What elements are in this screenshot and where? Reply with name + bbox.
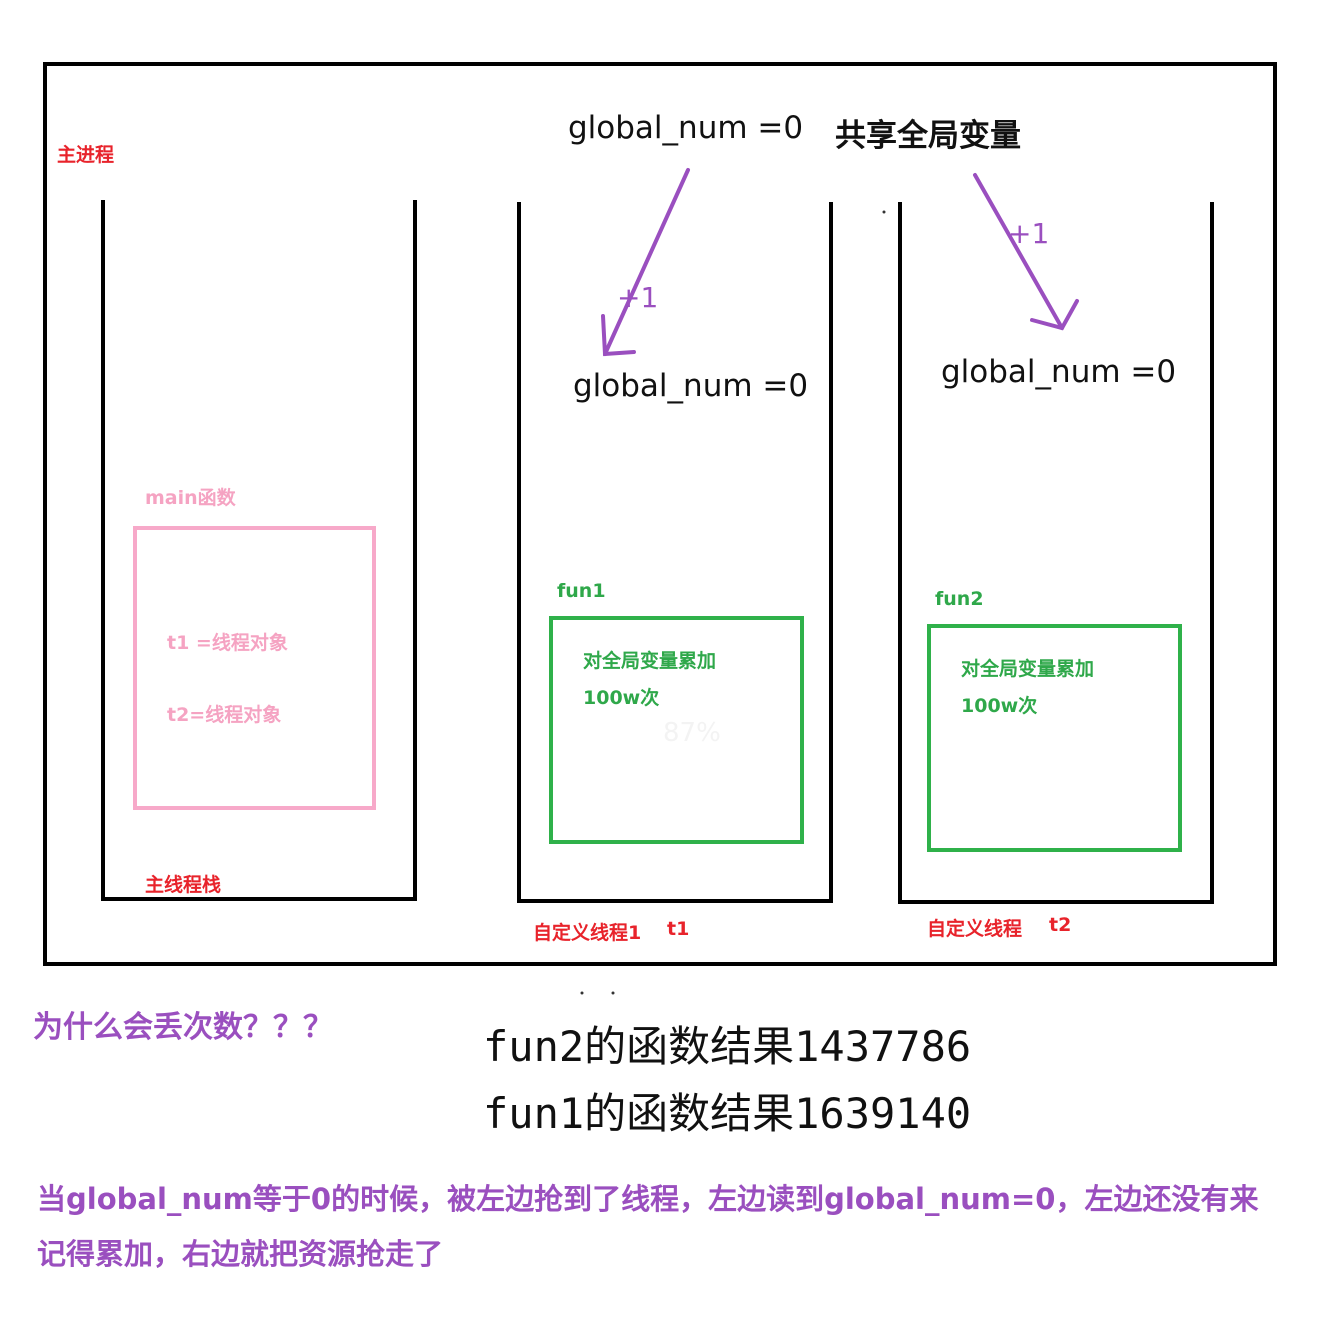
shared-global-var-label: 共享全局变量 [835, 118, 1021, 154]
thread-t2-stack [898, 202, 1214, 904]
arrow-to-t2 [973, 173, 1064, 330]
main-process-label: 主进程 [57, 144, 115, 166]
fun2-line1: 对全局变量累加 [961, 658, 1095, 680]
fun1-box [549, 616, 804, 844]
main-function-label: main函数 [145, 487, 236, 509]
main-thread-stack-label: 主线程栈 [145, 874, 222, 896]
t2-thread-object: t2=线程对象 [167, 704, 282, 726]
question-text: 为什么会丢次数？？？ [33, 1010, 333, 1045]
fun2-line2: 100w次 [961, 695, 1038, 717]
arrow-to-t1-head [601, 314, 636, 357]
main-function-box [133, 526, 376, 810]
shared-global-var: global_num =0 [568, 110, 804, 146]
fun2-result: fun2的函数结果1437786 [483, 1022, 972, 1071]
fun1-result: fun1的函数结果1639140 [483, 1089, 972, 1138]
thread-t1-stack [517, 202, 833, 903]
thread-t2-label: 自定义线程 [927, 918, 1023, 940]
t1-thread-object: t1 =线程对象 [167, 632, 288, 654]
thread-t1-name: t1 [667, 918, 690, 940]
fun2-box [927, 624, 1182, 852]
fun2-label: fun2 [935, 588, 984, 610]
thread-t1-label: 自定义线程1 [533, 922, 642, 944]
stray-mark [611, 991, 615, 995]
t1-global-var: global_num =0 [573, 368, 809, 404]
thread-t2-name: t2 [1049, 914, 1072, 936]
main-process-box [43, 62, 1277, 966]
explanation-line1: 当global_num等于0的时候，被左边抢到了线程，左边读到global_nu… [37, 1182, 1259, 1216]
fun1-line2: 100w次 [583, 687, 660, 709]
arrow-to-t2-head [1030, 299, 1079, 331]
fun1-faint-text: 87% [663, 718, 721, 748]
stray-mark [882, 210, 886, 214]
fun1-label: fun1 [557, 580, 606, 602]
t2-global-var: global_num =0 [941, 354, 1177, 390]
arrow-to-t1 [603, 168, 690, 356]
explanation-line2: 记得累加，右边就把资源抢走了 [37, 1237, 444, 1271]
main-thread-stack [101, 200, 417, 901]
fun1-line1: 对全局变量累加 [583, 650, 717, 672]
stray-mark [580, 991, 584, 995]
